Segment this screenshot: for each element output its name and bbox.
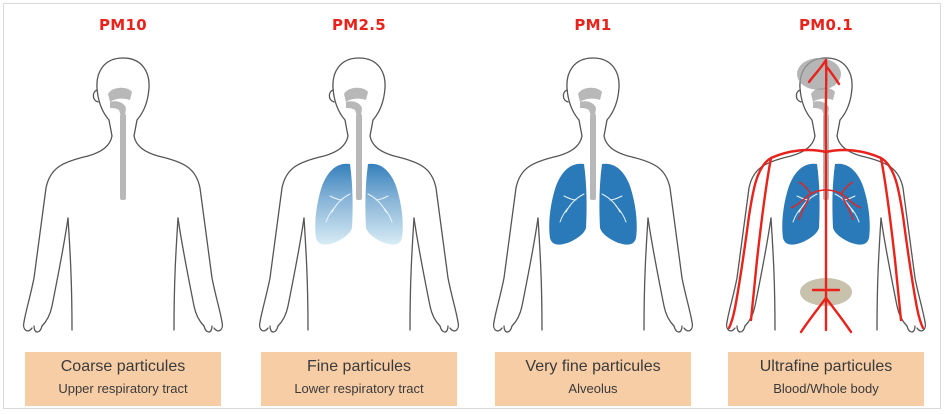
- right-lung: [832, 164, 869, 245]
- label-sub: Alveolus: [495, 381, 691, 396]
- airway: [108, 88, 132, 200]
- left-torso: [304, 218, 308, 330]
- panel-pm1: PM1 Very fine particules Alveolus: [476, 0, 710, 414]
- right-inner-arm: [414, 218, 440, 326]
- right-inner-arm: [881, 218, 907, 326]
- right-torso: [877, 218, 881, 330]
- left-inner-arm: [745, 218, 771, 326]
- nasal-cavity: [578, 88, 602, 102]
- trachea: [356, 114, 362, 200]
- trachea: [120, 114, 126, 200]
- label-main: Ultrafine particules: [728, 358, 924, 376]
- label-main: Coarse particules: [25, 358, 221, 376]
- right-hand: [204, 322, 222, 332]
- left-inner-arm: [278, 218, 304, 326]
- right-inner-arm: [648, 218, 674, 326]
- right-torso: [410, 218, 414, 330]
- label-main: Very fine particules: [495, 358, 691, 376]
- left-torso: [68, 218, 72, 330]
- pharynx: [580, 101, 596, 116]
- left-torso: [538, 218, 542, 330]
- panel-title: PM10: [6, 16, 240, 34]
- right-torso: [174, 218, 178, 330]
- body-left-side: [24, 58, 123, 322]
- left-hand: [494, 322, 512, 332]
- panel-pm0-1: PM0.1 Ultrafine particules Blood/Whole b…: [709, 0, 943, 414]
- panel-title: PM0.1: [709, 16, 943, 34]
- body-svg: [6, 40, 240, 340]
- nasal-cavity: [108, 88, 132, 102]
- right-inner-arm: [178, 218, 204, 326]
- nasal-cavity: [344, 88, 368, 102]
- right-lung: [599, 164, 636, 245]
- pharynx: [110, 101, 126, 116]
- left-inner-arm: [42, 218, 68, 326]
- pharynx: [346, 101, 362, 116]
- label-box: Fine particules Lower respiratory tract: [261, 352, 457, 406]
- body-figure: [476, 40, 710, 340]
- body-figure: [6, 40, 240, 340]
- right-torso: [644, 218, 648, 330]
- right-lung: [365, 164, 402, 245]
- body-svg: [242, 40, 476, 340]
- label-box: Coarse particules Upper respiratory trac…: [25, 352, 221, 406]
- left-lung: [549, 164, 586, 245]
- panel-title: PM1: [476, 16, 710, 34]
- panel-pm2-5: PM2.5 Fine particules Lower respiratory …: [242, 0, 476, 414]
- nasal-cavity: [811, 88, 835, 102]
- body-svg: [709, 40, 943, 340]
- left-hand: [260, 322, 278, 332]
- right-hand: [440, 322, 458, 332]
- panel-pm10: PM10 Coarse particules Upper respiratory…: [6, 0, 240, 414]
- label-sub: Blood/Whole body: [728, 381, 924, 396]
- label-main: Fine particules: [261, 358, 457, 376]
- trachea: [590, 114, 596, 200]
- left-lung: [782, 164, 819, 245]
- label-box: Very fine particules Alveolus: [495, 352, 691, 406]
- left-hand: [24, 322, 42, 332]
- label-sub: Upper respiratory tract: [25, 381, 221, 396]
- left-torso: [771, 218, 775, 330]
- body-figure: [242, 40, 476, 340]
- label-sub: Lower respiratory tract: [261, 381, 457, 396]
- brain: [797, 58, 841, 90]
- body-svg: [476, 40, 710, 340]
- label-box: Ultrafine particules Blood/Whole body: [728, 352, 924, 406]
- body-figure: [709, 40, 943, 340]
- right-hand: [674, 322, 692, 332]
- panel-title: PM2.5: [242, 16, 476, 34]
- left-inner-arm: [512, 218, 538, 326]
- left-lung: [315, 164, 352, 245]
- body-right-side: [123, 58, 222, 322]
